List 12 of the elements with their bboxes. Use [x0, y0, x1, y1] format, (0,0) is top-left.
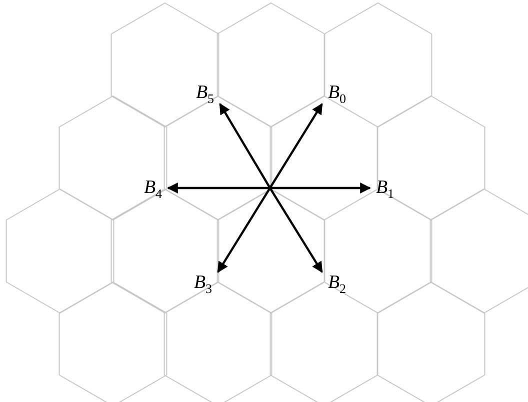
- arrow: [166, 182, 270, 194]
- vector-label: B$_{0}$: [322, 82, 352, 104]
- arrow: [269, 187, 323, 273]
- arrow: [269, 103, 323, 189]
- arrow: [217, 187, 271, 273]
- arrow: [219, 103, 271, 189]
- vector-label: B$_{1}$: [370, 177, 400, 199]
- vector-label: B$_{2}$: [322, 272, 352, 294]
- vector-label: B$_{5}$: [190, 82, 220, 104]
- arrow: [270, 182, 372, 194]
- vector-label: B$_{3}$: [188, 272, 218, 294]
- vector-label: B$_{4}$: [138, 177, 168, 199]
